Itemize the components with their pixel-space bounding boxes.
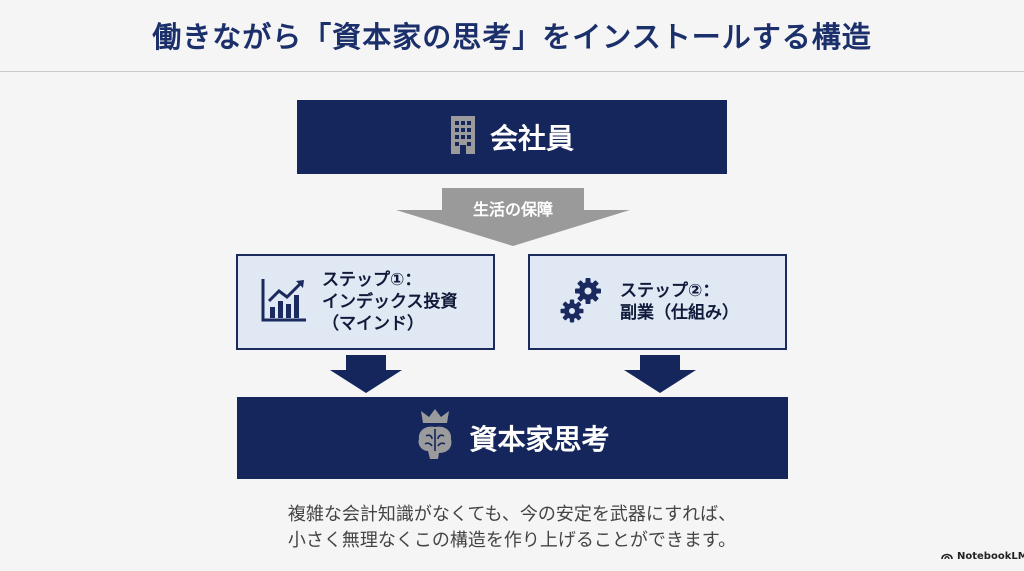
step1-down-arrow-icon — [330, 355, 402, 393]
caption: 複雑な会計知識がなくても、今の安定を武器にすれば、 小さく無理なくこの構造を作り… — [0, 502, 1024, 554]
step1-title: インデックス投資 — [322, 292, 458, 312]
company-employee-label: 会社員 — [489, 122, 574, 155]
caption-line-2: 小さく無理なくこの構造を作り上げることができます。 — [287, 530, 737, 551]
capitalist-thinking-label: 資本家思考 — [469, 423, 610, 456]
company-employee-box: 会社員 — [297, 100, 727, 174]
step2-down-arrow-icon — [624, 355, 696, 393]
chart-growth-icon — [260, 277, 308, 327]
step1-index-investing-box: ステップ①： インデックス投資 （マインド） — [236, 254, 495, 350]
building-icon — [450, 114, 476, 161]
gears-icon — [558, 275, 606, 329]
down-arrow-icon — [396, 188, 630, 246]
notebooklm-logo-icon — [941, 550, 953, 563]
capitalist-thinking-box: 資本家思考 — [237, 397, 788, 479]
step1-subtitle: （マインド） — [322, 314, 424, 334]
livelihood-guarantee-label: 生活の保障 — [472, 200, 553, 219]
page-title: 働きながら「資本家の思考」をインストールする構造 — [152, 20, 872, 54]
caption-line-1: 複雑な会計知識がなくても、今の安定を武器にすれば、 — [287, 504, 737, 525]
step1-heading: ステップ①： — [322, 270, 422, 290]
step2-side-business-box: ステップ②： 副業（仕組み） — [528, 254, 787, 350]
crowned-brain-icon — [415, 408, 455, 468]
title-divider — [0, 71, 1024, 72]
step2-title: 副業（仕組み） — [620, 303, 739, 323]
step2-heading: ステップ②： — [620, 281, 720, 301]
brand-label: NotebookLM — [957, 551, 1024, 562]
notebooklm-watermark: NotebookLM — [941, 550, 1024, 563]
